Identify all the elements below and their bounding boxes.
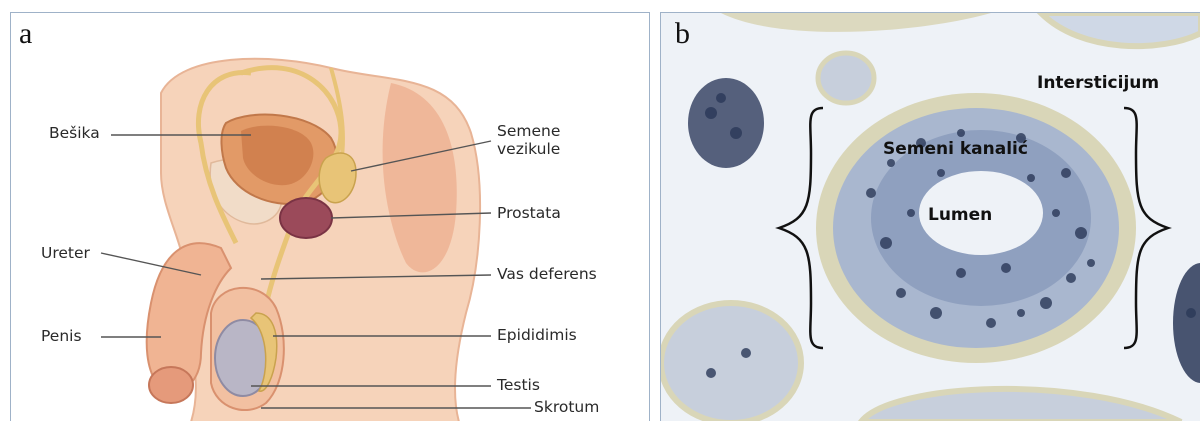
label-semeni-kanalic: Semeni kanalić [883, 139, 1028, 159]
panel-a-anatomy-diagram: a Bešika Ureter Penis Semene vezikule Pr… [10, 12, 650, 421]
label-lumen: Lumen [928, 205, 992, 225]
label-vas-deferens: Vas deferens [497, 266, 597, 284]
label-epididimis: Epididimis [497, 327, 577, 345]
label-intersticijum: Intersticijum [1037, 73, 1159, 93]
label-semene-line1: Semene [497, 123, 560, 141]
glans-shape [149, 367, 193, 403]
neighbor-tubule-left [688, 78, 764, 168]
label-testis: Testis [497, 377, 540, 395]
panel-b-letter: b [675, 19, 690, 49]
neighbor-tubule-small [818, 53, 874, 103]
label-penis: Penis [41, 328, 82, 346]
label-semene-vezikule: Semene vezikule [497, 123, 560, 159]
label-ureter: Ureter [41, 245, 90, 263]
label-skrotum: Skrotum [534, 399, 599, 417]
panel-b-histology: b Intersticijum Semeni kanalić Lumen [660, 12, 1200, 421]
label-besika: Bešika [49, 125, 100, 143]
neighbor-tubule-bottom-left [661, 303, 801, 421]
prostate-shape [280, 198, 332, 238]
panel-a-letter: a [19, 19, 32, 49]
label-prostata: Prostata [497, 205, 561, 223]
label-semene-line2: vezikule [497, 141, 560, 159]
